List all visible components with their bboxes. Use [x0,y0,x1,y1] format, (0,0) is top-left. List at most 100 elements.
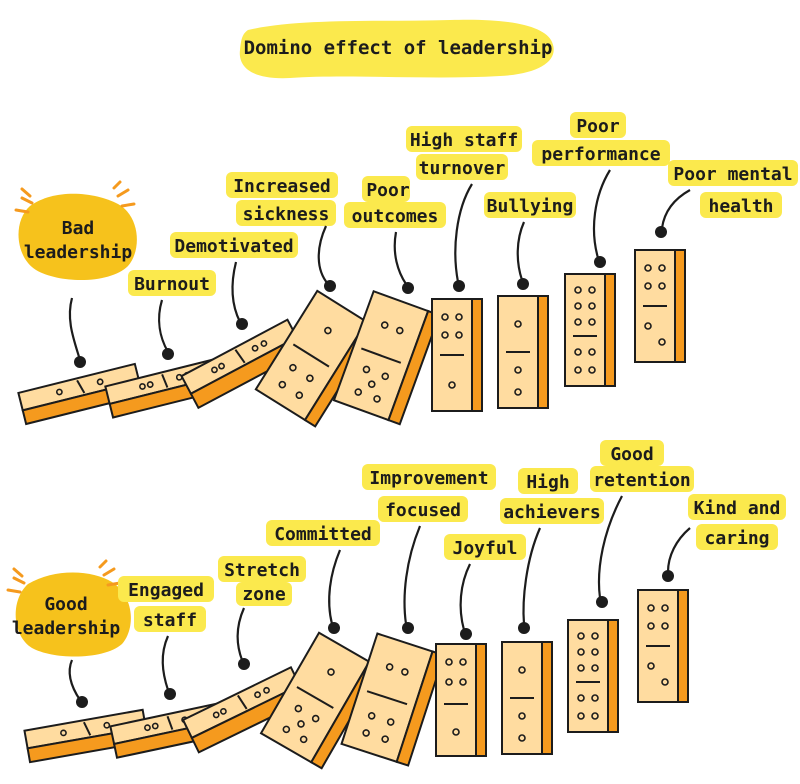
highlight [484,192,576,218]
highlight [378,496,468,522]
connector-line [231,261,241,323]
title: Domino effect of leadership [244,37,553,59]
step-burnout: Burnout [128,270,216,360]
highlight [236,582,292,606]
highlight [406,126,522,152]
burst-lines-right-icon [112,180,136,208]
burst-lines-left-icon [6,567,26,594]
step-label-2: sickness [243,204,330,225]
highlight [344,202,446,228]
step-improvement-focused: Improvement focused [362,464,496,634]
highlight [600,440,664,466]
highlight [700,192,782,218]
step-high-achievers: High achievers [500,468,604,634]
highlight [266,520,380,546]
good-leadership-label-1: Good [44,594,87,615]
connector-line [328,549,342,625]
connector-dot [236,318,248,330]
highlight [134,606,206,632]
connector-line [236,607,246,661]
step-label: Bullying [487,196,574,217]
connector-dot [402,622,414,634]
connector-line [592,169,611,259]
step-label-1: Good [610,444,653,465]
bad-leadership-label-1: Bad [62,218,95,239]
connector-dot [164,688,176,700]
connector-line [666,527,691,573]
step-label-2: turnover [419,158,506,179]
connector-dot [238,658,250,670]
connector-line [317,225,329,285]
highlight [128,270,216,296]
step-label-2: outcomes [352,206,439,227]
highlight [532,140,670,166]
bad-leadership-badge: Bad leadership [14,180,137,281]
domino [564,273,616,387]
connector-dot [518,622,530,634]
connector-dot [402,282,414,294]
step-stretch-zone: Stretch zone [218,556,306,670]
step-label-2: staff [143,610,197,631]
step-increased-sickness: Increased sickness [226,172,338,292]
step-label: Committed [274,524,372,545]
step-label-1: Engaged [128,580,204,601]
step-label-1: High [526,472,569,493]
domino [501,641,553,755]
highlight [416,154,508,180]
connector-dot [328,622,340,634]
step-label-1: Improvement [369,468,488,489]
domino [332,289,441,426]
title-banner: Domino effect of leadership [239,19,554,79]
step-engaged-staff: Engaged staff [118,576,214,700]
step-label-2: focused [385,500,461,521]
bad-leadership-blob [18,193,137,281]
connector-line [393,231,407,285]
connector-dot [74,356,86,368]
step-label-2: caring [704,528,769,549]
bad-leadership-label-2: leadership [24,242,133,263]
connector-line [454,183,473,283]
highlight [218,556,306,582]
title-highlight [239,19,554,79]
highlight [236,200,336,226]
step-label-1: Poor mental [673,164,792,185]
step-label: Demotivated [174,236,293,257]
highlight [362,176,410,202]
connector-dot [453,280,465,292]
connector-line [459,563,471,631]
step-label-2: achievers [503,502,601,523]
good-chain: Good leadership [6,440,786,770]
connector-dot [460,628,472,640]
connector-line [522,527,542,625]
domino [431,298,483,412]
step-label-2: performance [541,144,660,165]
connector-line [597,495,623,599]
step-bullying: Bullying [484,192,576,290]
step-label-1: High staff [410,130,518,151]
step-label-1: Stretch [224,560,300,581]
highlight [362,464,496,490]
connector-dot [662,570,674,582]
step-label-1: Kind and [694,498,781,519]
step-poor-outcomes: Poor outcomes [344,176,446,294]
step-label-1: Poor [366,180,410,201]
step-committed: Committed [266,520,380,634]
highlight [696,524,778,550]
step-label: Burnout [134,274,210,295]
connector-line [68,659,81,701]
step-poor-mental-health: Poor mental health [655,160,798,238]
highlight [518,468,578,494]
connector-line [68,297,82,361]
good-leadership-badge: Good leadership [6,559,131,657]
connector-dot [517,278,529,290]
step-good-retention: Good retention [590,440,694,608]
connector-dot [76,696,88,708]
domino [180,318,306,410]
highlight [170,232,298,258]
domino [634,249,686,363]
step-label-2: zone [242,584,286,605]
step-label-2: retention [593,470,691,491]
highlight [668,160,798,186]
connector-line [403,525,422,625]
step-label-1: Poor [576,116,620,137]
